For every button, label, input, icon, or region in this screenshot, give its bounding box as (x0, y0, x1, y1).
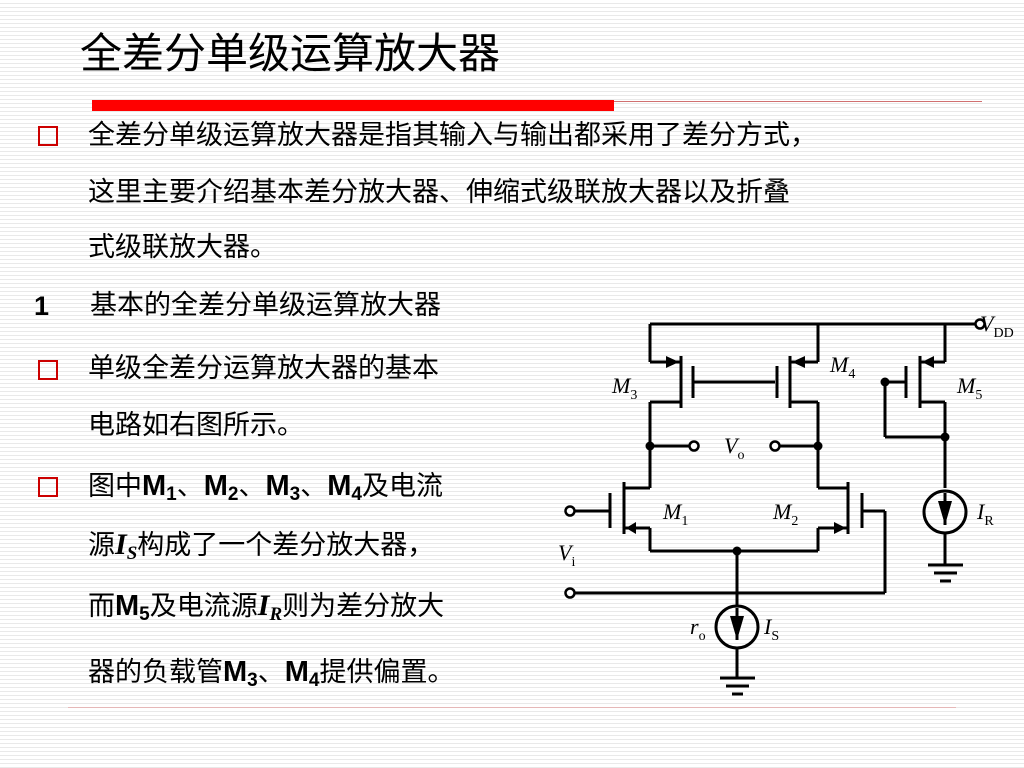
symbol-m4: M4 (327, 470, 362, 505)
label-ro: ro (690, 614, 706, 644)
section-number: 1 (34, 291, 50, 321)
title-underline-thin (614, 101, 982, 102)
bullet3-line-4: 器的负载管M3、M4提供偏置。 (88, 656, 455, 691)
junction-dot (732, 546, 742, 556)
vi-terminal-top (564, 505, 576, 517)
label-vo: Vo (724, 433, 744, 463)
intro-line-2: 这里主要介绍基本差分放大器、伸缩式级联放大器以及折叠 (88, 177, 790, 208)
section-heading: 基本的全差分单级运算放大器 (90, 290, 441, 321)
label-is: IS (763, 614, 779, 644)
junction-dot (645, 441, 655, 451)
vdd-terminal (974, 318, 986, 330)
bullet-square-3 (38, 477, 58, 497)
title-underline-red (92, 100, 614, 111)
symbol-m4-b: M4 (284, 656, 320, 691)
bullet3-line-1: 图中M1、M2、M3、M4及电流 (88, 470, 443, 505)
m1-arrow (626, 522, 636, 534)
m2-arrow (834, 522, 846, 534)
symbol-m1: M1 (142, 470, 177, 505)
current-source-is (714, 604, 760, 650)
symbol-m3-b: M3 (223, 656, 258, 691)
intro-line-1: 全差分单级运算放大器是指其输入与输出都采用了差分方式， (88, 120, 817, 151)
bullet-square-1 (38, 126, 58, 146)
label-ir: IR (976, 499, 994, 529)
m5-arrow (922, 356, 934, 368)
vo-terminal-left (688, 440, 700, 452)
label-vi: Vi (558, 540, 575, 570)
slide-title: 全差分单级运算放大器 (80, 29, 501, 78)
label-m4: M4 (829, 352, 855, 382)
m4-arrow (792, 356, 805, 368)
junction-dot (940, 432, 950, 442)
bullet2-line-1: 单级全差分运算放大器的基本 (88, 353, 439, 384)
bullet3-line-3: 而M5及电流源IR则为差分放大 (88, 589, 445, 625)
m3-arrow (666, 356, 679, 368)
label-m3: M3 (611, 373, 637, 403)
bullet3-line-2: 源IS构成了一个差分放大器， (88, 528, 435, 564)
symbol-m2: M2 (203, 470, 239, 505)
label-m2: M2 (772, 499, 798, 529)
junction-dot (813, 441, 823, 451)
symbol-m5: M5 (115, 590, 150, 625)
symbol-m3: M3 (265, 470, 301, 505)
bullet-square-2 (38, 360, 58, 380)
bullet3-text: 图中 (88, 471, 142, 502)
junction-dot (880, 377, 890, 387)
symbol-is: IS (115, 528, 138, 564)
current-source-ir (922, 489, 968, 535)
intro-line-3: 式级联放大器。 (88, 232, 277, 263)
vo-terminal-right (769, 440, 781, 452)
footer-divider (68, 707, 956, 708)
label-m1: M1 (662, 499, 688, 529)
symbol-ir: IR (257, 589, 283, 625)
label-m5: M5 (956, 373, 982, 403)
vi-terminal-bottom (564, 587, 576, 599)
label-vdd: VDD (980, 311, 1014, 341)
bullet2-line-2: 电路如右图所示。 (88, 410, 304, 441)
